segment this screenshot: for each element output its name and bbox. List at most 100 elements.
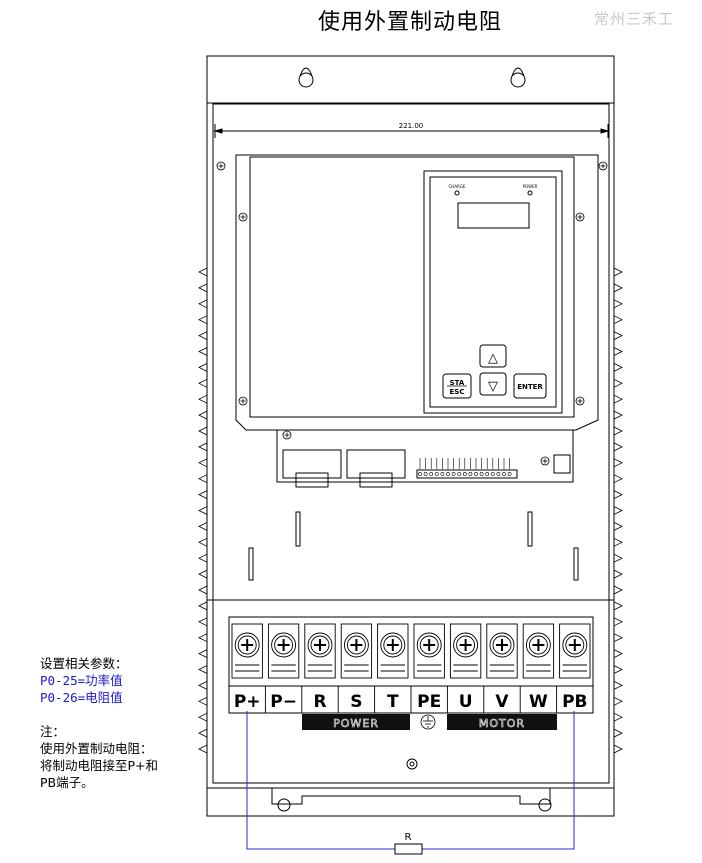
fin [613, 394, 623, 404]
motor-label: MOTOR [479, 717, 525, 730]
fin [613, 506, 623, 515]
fin [198, 649, 208, 658]
terminal-pplus[interactable] [231, 623, 263, 679]
screw [575, 396, 585, 406]
foot-hole-left [277, 798, 291, 812]
resistor-label: R [405, 832, 412, 843]
fin [198, 410, 208, 420]
strip-pin [496, 472, 501, 476]
notes-heading: 设置相关参数： [40, 656, 128, 671]
fin [613, 410, 623, 420]
fin [613, 728, 623, 738]
strip-pin [434, 472, 439, 476]
note-heading: 注： [40, 724, 66, 739]
lower-frame [212, 599, 610, 784]
terminal-pe[interactable] [410, 623, 445, 713]
bottom-bracket [271, 788, 551, 805]
key-sta-esc[interactable] [442, 373, 472, 399]
motor-label-bar [447, 714, 557, 730]
fin [198, 426, 208, 436]
connector-right [346, 449, 406, 479]
panel-screws [216, 161, 608, 466]
fin [613, 633, 623, 643]
terminal-pminus[interactable] [264, 623, 300, 713]
fin [613, 267, 623, 277]
fin [198, 601, 208, 611]
fin [198, 331, 208, 340]
heatsink-fins-right [613, 267, 623, 754]
note-line-2: 将制动电阻接至P+和 [40, 758, 159, 773]
power-label-bar [302, 714, 410, 730]
terminal-s[interactable] [337, 623, 373, 713]
fin [613, 474, 623, 484]
ground-screw [406, 758, 418, 770]
terminal-pb[interactable] [556, 623, 591, 713]
heatsink-fins-left [198, 267, 208, 754]
fin [198, 537, 208, 547]
fin [198, 553, 208, 563]
fin [613, 283, 623, 293]
note-line-3: PB端子。 [40, 775, 94, 790]
strip-pin [423, 472, 428, 476]
fin [613, 649, 623, 658]
terminal-label: P+ [234, 692, 261, 712]
fin [613, 537, 623, 547]
param-resistance: P0-26=电阻值 [40, 690, 123, 705]
fin [198, 617, 208, 627]
terminal-t[interactable] [374, 623, 409, 713]
terminal-screws [231, 623, 591, 713]
foot-hole-right [538, 798, 552, 812]
fin [198, 665, 208, 674]
fin [613, 744, 623, 754]
fin [198, 585, 208, 595]
fin [613, 553, 623, 563]
screw [575, 212, 585, 222]
key-esc-label: ESC [450, 388, 465, 396]
screw [598, 161, 608, 171]
fin [198, 283, 208, 293]
key-down[interactable] [479, 372, 507, 396]
strip-pin [418, 472, 422, 476]
fin [198, 267, 208, 277]
screw [540, 456, 550, 466]
strip-pin [440, 472, 445, 476]
terminal-r[interactable] [301, 623, 336, 713]
strip-pin [502, 472, 506, 476]
key-up[interactable] [479, 344, 507, 368]
terminal-label: S [350, 692, 362, 712]
fin [613, 665, 623, 674]
terminal-label: V [495, 692, 509, 712]
key-down-label: ▽ [488, 379, 498, 394]
terminal-u[interactable] [446, 623, 482, 713]
jumper [553, 454, 571, 474]
fin [198, 712, 208, 722]
strip-pin [485, 472, 490, 476]
fin [613, 601, 623, 611]
led-left-label: CHARGE [449, 184, 466, 189]
fin [198, 506, 208, 515]
key-enter-label: ENTER [517, 383, 543, 391]
housing-outline [206, 55, 615, 817]
strip-pin [462, 472, 467, 476]
fin [198, 394, 208, 404]
fin [198, 315, 208, 325]
screw [238, 396, 248, 406]
fin [198, 569, 208, 579]
key-enter[interactable] [513, 373, 547, 399]
strip-pins [418, 458, 512, 476]
terminal-w[interactable] [519, 623, 555, 713]
power-label: POWER [333, 717, 379, 730]
fin [613, 442, 623, 452]
fin [198, 347, 208, 356]
fin [198, 458, 208, 468]
mounting-hole-left [298, 67, 314, 88]
control-board [276, 430, 574, 483]
fin [198, 522, 208, 531]
terminal-label: T [387, 692, 399, 712]
strip-pin [468, 472, 473, 476]
terminal-v[interactable] [483, 623, 518, 713]
fin [198, 681, 208, 690]
fin [198, 633, 208, 643]
